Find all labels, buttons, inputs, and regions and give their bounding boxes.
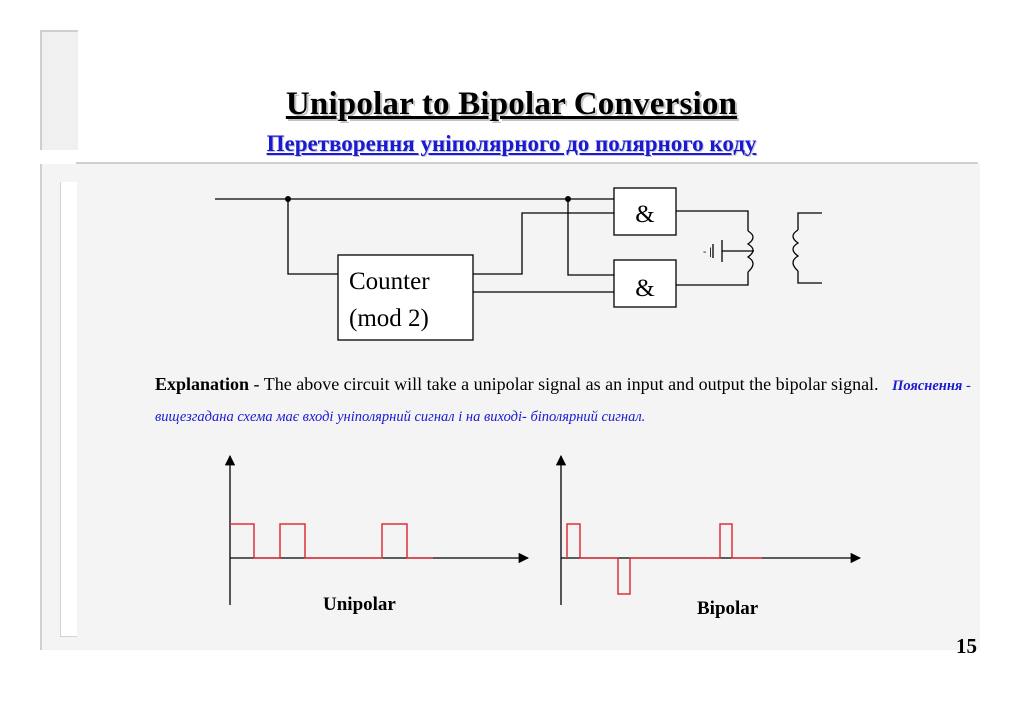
primary-coil	[746, 230, 754, 273]
and-gate-1-symbol: &	[635, 201, 654, 228]
explanation-body: - The above circuit will take a unipolar…	[249, 374, 879, 394]
gate2-output-wire	[676, 272, 749, 286]
unipolar-signal	[230, 523, 433, 559]
content-left-strip	[60, 182, 77, 637]
counter-box	[337, 254, 474, 341]
and-gate-2-symbol: &	[635, 275, 654, 302]
slide-frame-corner	[40, 30, 78, 150]
counter-label-line1: Counter	[349, 268, 430, 295]
unipolar-label: Unipolar	[323, 594, 396, 615]
bipolar-signal	[566, 523, 762, 595]
content-panel	[40, 164, 980, 650]
slide-subtitle: Перетворення уніполярного до полярного к…	[266, 131, 757, 156]
explanation-text: Explanation - The above circuit will tak…	[155, 370, 975, 432]
junction-dot	[285, 196, 291, 202]
page-number: 15	[956, 634, 977, 658]
slide-title: Unipolar to Bipolar Conversion	[285, 86, 738, 122]
and-gate-2	[613, 259, 677, 308]
counter-label-line2: (mod 2)	[349, 305, 429, 332]
junction-dot	[565, 196, 571, 202]
bipolar-label: Bipolar	[697, 598, 759, 619]
counter-input-wire	[287, 199, 338, 275]
explanation-heading-uk: Пояснення	[892, 378, 963, 394]
input-to-gate2-wire	[567, 199, 614, 276]
title-divider	[76, 162, 978, 164]
explanation-uk: Пояснення - вищезгадана схема має вході …	[155, 378, 971, 425]
secondary-top-wire	[797, 212, 822, 230]
secondary-bottom-wire	[797, 271, 822, 284]
gate1-output-wire	[676, 210, 749, 231]
battery-symbol: - |	[703, 247, 712, 258]
explanation-heading: Explanation	[155, 374, 250, 394]
and-gate-1	[613, 187, 677, 236]
explanation-body-uk: - вищезгадана схема має вході уніполярни…	[155, 378, 971, 425]
secondary-coil	[792, 229, 800, 272]
